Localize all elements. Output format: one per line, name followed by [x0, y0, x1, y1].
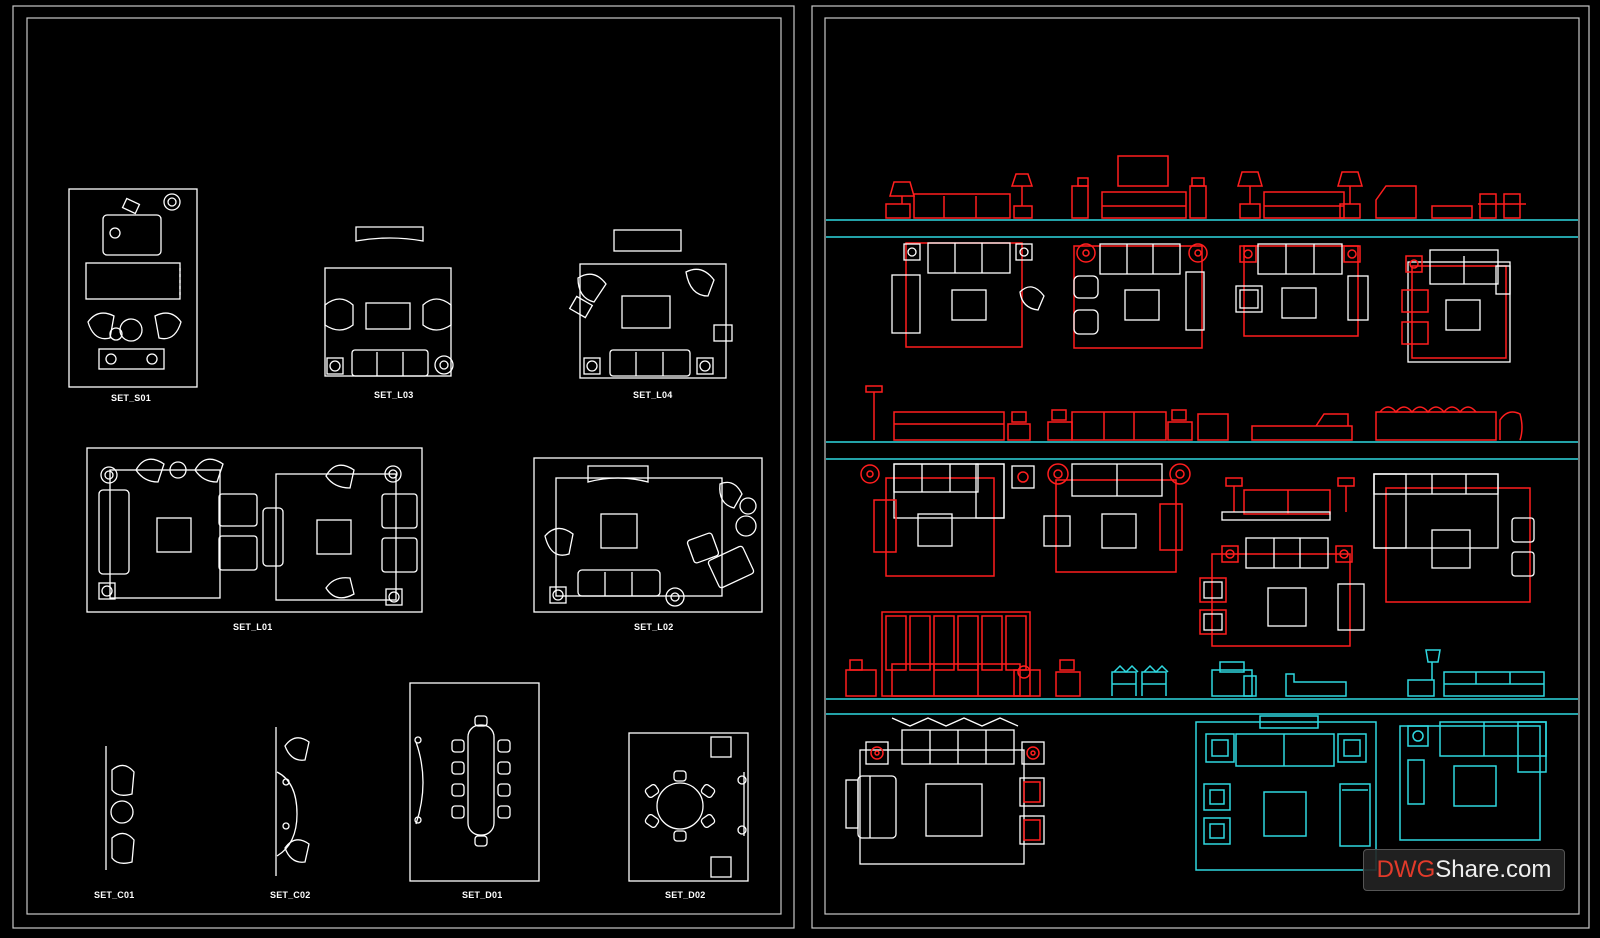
row2-plans: [860, 463, 1535, 647]
set-c01-label: SET_C01: [94, 890, 134, 900]
left-sheet-frame: [12, 5, 795, 929]
watermark-brand-rest: Share.com: [1435, 856, 1552, 883]
set-l02-label: SET_L02: [634, 622, 673, 632]
row2-elevations: [865, 385, 1523, 441]
row1-plans: [891, 242, 1511, 363]
set-l04-label: SET_L04: [633, 390, 672, 400]
set-l01-block: [86, 447, 423, 613]
set-d01-block: [409, 682, 540, 882]
row3-elevations: [845, 611, 1545, 697]
shelf-lines: [826, 219, 1578, 715]
set-s01-block: [68, 188, 198, 388]
set-l01-label: SET_L01: [233, 622, 272, 632]
set-l03-label: SET_L03: [374, 390, 413, 400]
row4-plans: [845, 715, 1547, 871]
set-s01-label: SET_S01: [111, 393, 151, 403]
set-d02-label: SET_D02: [665, 890, 705, 900]
set-l04-block: [568, 229, 733, 379]
set-c02-label: SET_C02: [270, 890, 310, 900]
set-d02-block: [628, 732, 749, 882]
set-c01-block: [105, 746, 135, 870]
set-l02-block: [533, 457, 763, 613]
set-d01-label: SET_D01: [462, 890, 502, 900]
set-c02-block: [275, 727, 310, 876]
row1-elevations: [885, 155, 1526, 219]
set-l03-block: [324, 226, 454, 377]
watermark-brand-colored: DWG: [1376, 856, 1436, 883]
right-sheet-frame: [811, 5, 1590, 929]
